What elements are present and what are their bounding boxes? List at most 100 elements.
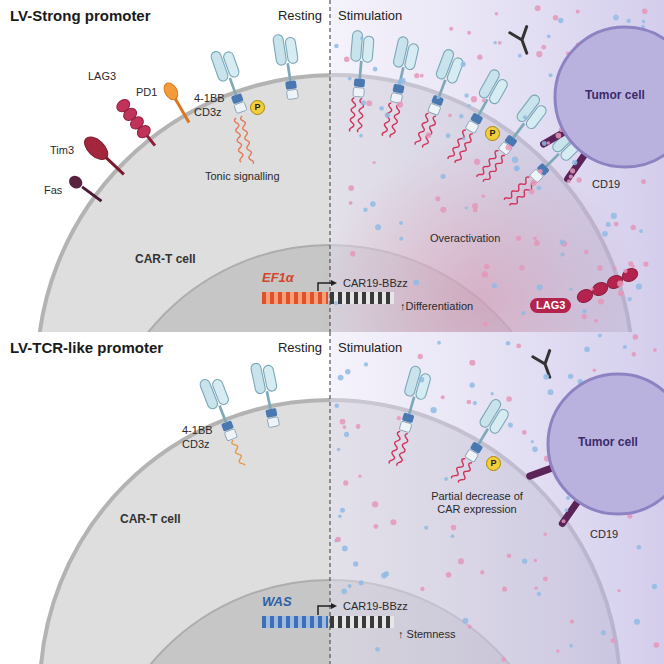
cytokine-dot [531,440,534,443]
cytokine-dot [576,177,581,182]
promoter-stripe [310,616,314,628]
promoter-stripe [290,292,294,304]
cytokine-dot [458,558,464,564]
cytokine-dot [344,432,349,437]
antigen-label: CD19 [592,178,620,191]
cytokine-dot [437,341,441,345]
cytokine-dot [613,15,619,21]
cytokine-dot [344,56,350,62]
cytokine-dot [543,374,549,380]
receptor-stalk [106,158,123,174]
signal-wave [448,130,466,159]
cytokine-dot [379,106,384,111]
promoter-panel: LV-Strong promoterCAR-T cellEF1αTumor ce… [0,0,664,332]
cytokine-dot [353,561,358,566]
signal-wave [423,116,436,147]
cytokine-dot [590,287,594,291]
receptor-label: LAG3 [530,298,571,313]
cytokine-dot [560,240,565,245]
cytokine-dot [584,347,590,353]
transcription-arrow [318,283,332,291]
gene-stripe [330,616,334,628]
cell-outline [40,400,620,664]
domain-label: 4-1BB [182,424,213,437]
cd3z-domain [498,142,512,156]
car-hinge [267,391,271,409]
gene-stripe [350,292,354,304]
gene-stripe [362,616,366,628]
car-scfv [250,362,266,394]
car-receptor [210,46,252,115]
cd3z-domain [428,103,441,115]
column-heading: Stimulation [338,8,402,24]
car-scfv [524,104,548,131]
cytokine-dot [560,252,564,256]
gene-stripe [362,292,366,304]
cytokine-dot [413,280,419,286]
gene-stripe [378,292,382,304]
cytokine-dot [531,180,537,186]
cytokine-dot [641,179,646,184]
domain-label: CD3z [182,438,210,451]
cytokine-dot [543,577,548,582]
gene-stripe [334,616,338,628]
cytokine-dot [562,519,566,523]
cytokine-dot [614,222,619,227]
gene-stripe [370,616,374,628]
promoter-element: EF1α [262,270,328,306]
costim-domain [354,78,365,87]
cytokine-dot [532,447,538,453]
promoter-label: EF1α [262,270,294,286]
cytokine-dot [491,392,494,395]
cd3z-domain [465,449,479,462]
annotation-note: Overactivation [430,232,500,245]
cd3z-domain [267,417,279,428]
promoter-stripe [262,616,266,628]
cell-label: CAR-T cell [135,252,196,266]
arrow-head [331,280,337,286]
promoter-element: WAS [262,594,328,630]
car-scfv [222,51,240,79]
cytokine-dot [506,341,511,346]
promoter-stripe [298,616,302,628]
cytokine-dot [613,266,617,270]
car-receptor [460,398,512,465]
cytokine-dot [435,196,440,201]
cytokine-dot [631,225,636,230]
cytokine-dot [441,174,446,179]
cytokine-dot [464,93,468,97]
cytokine-dot [375,647,380,652]
cytokine-dot [541,45,546,50]
promoter-stripe [322,292,326,304]
promoter-stripe [318,616,322,628]
cytokine-dot [482,98,486,102]
cytokine-dot [424,526,428,530]
cytokine-dot [335,404,340,409]
receptor-head [80,133,111,164]
cytokine-dot [581,314,586,319]
costim-domain [392,84,404,94]
phospho-badge: P [250,100,265,115]
promoter-stripe [310,292,314,304]
cytokine-dot [516,343,521,348]
panel-title: LV-Strong promoter [10,7,151,25]
signal-wave [458,463,472,483]
gene-stripe [370,292,374,304]
gene-stripe [374,616,378,628]
cytokine-dot [584,250,589,255]
cytokine-dot [634,619,640,625]
promoter-stripe [326,292,328,304]
cytokine-dot [468,104,471,107]
gene-stripe [366,616,370,628]
cytokine-dot [373,524,378,529]
cd3z-domain [399,421,412,433]
cytokine-dot [549,73,553,77]
promoter-stripe [274,292,278,304]
cytokine-dot [543,532,547,536]
antibody-symbol [510,27,535,57]
cytokine-dot [542,141,547,146]
cytokine-dot [537,284,543,290]
promoter-stripe [266,292,270,304]
car-scfv [446,57,464,85]
signal-wave [504,177,529,200]
